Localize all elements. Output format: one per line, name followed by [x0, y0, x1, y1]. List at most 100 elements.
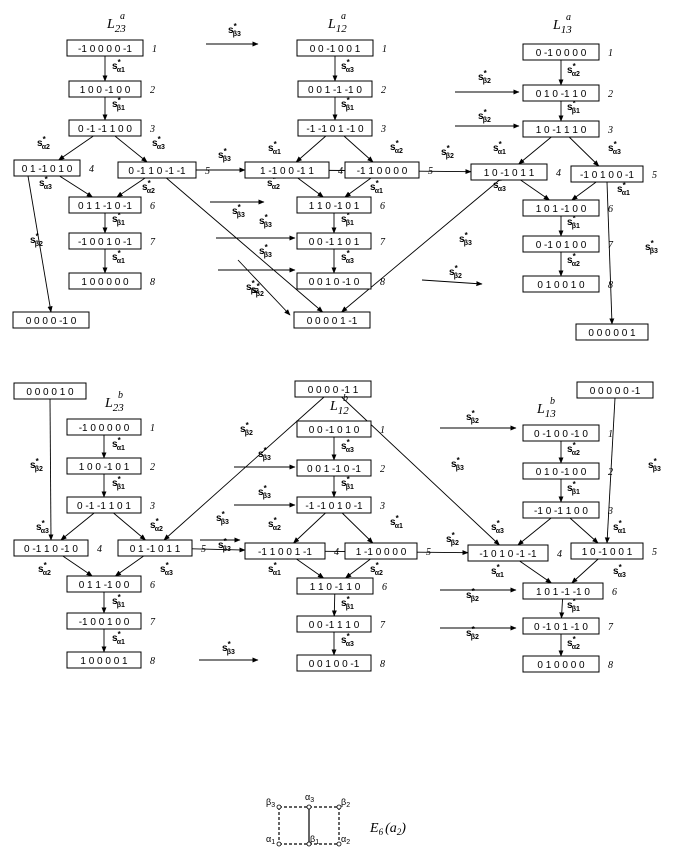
- node-index: 7: [150, 617, 156, 628]
- free-arrow-label-fa5: s*β2: [478, 69, 491, 85]
- edge-label-B1-B2: s*α3: [341, 58, 354, 74]
- node-index: 2: [381, 85, 386, 96]
- edge-label-F0-F5: s*β3: [648, 457, 661, 473]
- edge-label-C7-C8: s*α2: [567, 252, 580, 268]
- edge-label-A2-A3: s*β1: [112, 96, 125, 112]
- edge-label-A3-A4: s*α2: [37, 135, 50, 151]
- edge-label-D6-D7: s*β1: [112, 593, 125, 609]
- edge-label-F6-F7: s*β1: [567, 597, 580, 613]
- free-arrow-label-fa11: s*β3: [222, 640, 235, 656]
- weight-box: [66, 418, 142, 436]
- weight-box: [296, 654, 372, 672]
- node-index: 6: [150, 580, 155, 591]
- node-index: 7: [608, 240, 614, 251]
- edge-label-B3-B4: s*α1: [268, 140, 281, 156]
- weight-box: [296, 459, 372, 477]
- edge-label-E4-E6: s*α1: [268, 561, 281, 577]
- weight-box: [575, 323, 649, 341]
- node-index: 2: [380, 464, 385, 475]
- weight-box: [117, 539, 193, 557]
- node-index: 7: [380, 237, 386, 248]
- node-index: 4: [334, 547, 339, 558]
- free-arrow-label-fa4: s*β3: [259, 243, 272, 259]
- free-arrow-label-fa13: s*β2: [466, 409, 479, 425]
- weight-vector: 1 0 0 0 0 1: [80, 656, 128, 667]
- edge-label-D3-D4: s*α3: [36, 519, 49, 535]
- node-index: 2: [608, 467, 613, 478]
- node-index: 8: [150, 277, 155, 288]
- weight-box: [68, 232, 142, 250]
- weight-box: [344, 542, 418, 560]
- edge-E4-E6: [296, 558, 325, 579]
- svg-text:L12: L12: [329, 399, 349, 417]
- node-index: 4: [89, 164, 94, 175]
- weight-vector: 1 0 -1 0 0 1: [582, 547, 633, 558]
- node-index: 6: [380, 201, 385, 212]
- weight-box: [296, 496, 372, 514]
- svg-text:L13: L13: [552, 18, 572, 36]
- weight-box: [244, 161, 330, 179]
- svg-text:L23: L23: [106, 17, 126, 35]
- weight-box: [13, 159, 81, 177]
- weight-box: [66, 496, 142, 514]
- weight-box: [522, 43, 600, 61]
- edge-label-D0-D4: s*β2: [30, 457, 43, 473]
- weight-vector: -1 0 -1 1 0 0: [534, 506, 588, 517]
- weight-vector: 0 -1 1 0 -1 -1: [128, 166, 186, 177]
- weight-box: [522, 235, 600, 253]
- node-index: 5: [428, 166, 433, 177]
- weight-vector: 1 0 1 -1 0 0: [536, 204, 587, 215]
- node-index: 7: [380, 620, 386, 631]
- weight-vector: 0 0 0 0 1 0: [26, 387, 74, 398]
- edge-label-C2-C3: s*β1: [567, 99, 580, 115]
- free-arrow-label-fa7: s*β2: [449, 264, 462, 280]
- edge-A5-A6: [116, 177, 146, 198]
- weight-box: [294, 380, 372, 398]
- node-index: 6: [608, 204, 613, 215]
- weight-box: [522, 84, 600, 102]
- weight-vector: -1 1 0 0 1 -1: [258, 547, 312, 558]
- edge-label-E7-E8: s*α3: [341, 632, 354, 648]
- weight-vector: 0 0 -1 1 0 1: [309, 237, 360, 248]
- edge-F3-F4: [517, 517, 552, 546]
- weight-vector: 0 1 0 -1 1 0: [536, 89, 587, 100]
- node-index: 6: [382, 582, 387, 593]
- edge-A3-A4: [58, 135, 94, 161]
- weight-vector: 0 0 1 -1 0 -1: [307, 464, 361, 475]
- weight-vector: 0 0 0 0 -1 0: [26, 316, 77, 327]
- edge-label-C4-BX: s*β3: [459, 231, 472, 247]
- weight-box: [293, 311, 371, 329]
- edge-label-D4-D6: s*α2: [38, 561, 51, 577]
- edge-C3-C4: [518, 136, 552, 165]
- node-index: 3: [607, 506, 613, 517]
- free-arrow-label-fa3: s*β3: [259, 213, 272, 229]
- weight-vector: 1 -1 0 0 0 0: [356, 547, 407, 558]
- weight-box: [522, 424, 600, 442]
- node-index: 8: [380, 277, 385, 288]
- dynkin-node: [336, 804, 342, 810]
- edge-label-A1-A2: s*α1: [112, 58, 125, 74]
- edge-F6-F7: [559, 598, 565, 619]
- weight-vector: 1 0 0 -1 0 1: [79, 462, 130, 473]
- weight-node-E4: -1 1 0 0 1 -1 4: [244, 542, 339, 560]
- node-index: 8: [150, 656, 155, 667]
- weight-vector: -1 0 0 0 0 -1: [78, 44, 132, 55]
- weight-vector: 0 -1 -1 1 0 1: [77, 501, 131, 512]
- node-index: 1: [608, 48, 613, 59]
- weight-box: [12, 311, 90, 329]
